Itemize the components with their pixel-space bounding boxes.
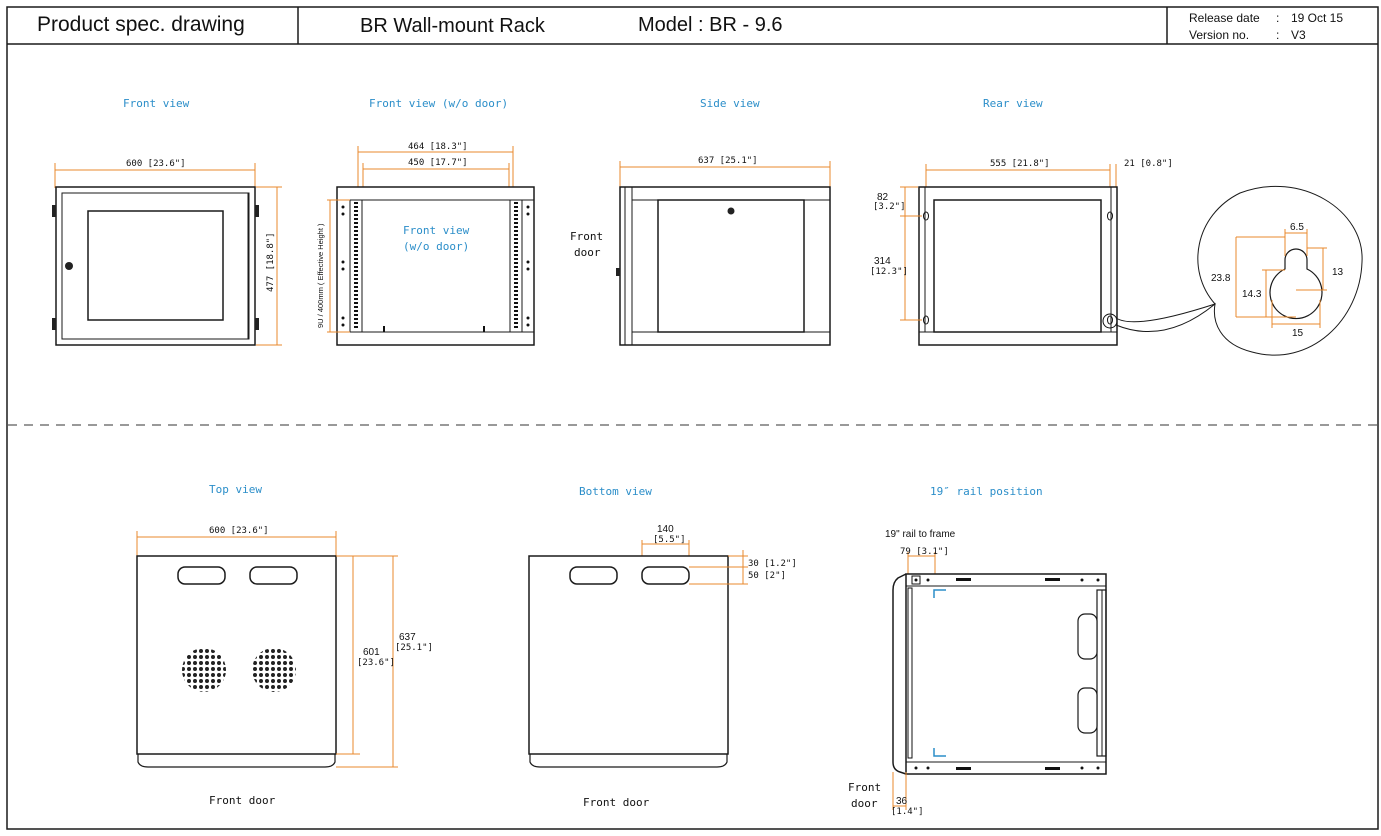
drawing-title: Product spec. drawing: [37, 13, 245, 36]
top-width-dim: 600 [23.6"]: [209, 526, 269, 536]
bottom-slot-dim-1: 140: [657, 524, 674, 535]
rear-view: Rear view 555 [21.8"] 21 [0.8"] 82 [3.2"…: [870, 97, 1363, 356]
title-block: Product spec. drawing BR Wall-mount Rack…: [6, 6, 1379, 830]
rail-position-view: 19″ rail position 19" rail to frame 79 […: [848, 485, 1107, 817]
keyhole-shape: [1269, 248, 1323, 320]
rear-width-dim: 555 [21.8"]: [990, 159, 1050, 169]
version-label: Version no.: [1189, 28, 1249, 42]
side-depth-dim: 637 [25.1"]: [698, 156, 758, 166]
keyhole-detail-callout: [1115, 185, 1363, 356]
front-view-no-door: Front view (w/o door) 464 [18.3"] 450 [1…: [316, 97, 535, 346]
rear-hole-dim-1: 314: [874, 256, 891, 267]
rail-front-label-2: door: [851, 797, 878, 810]
front-no-door-inner-label-2: (w/o door): [403, 240, 469, 253]
bottom-view-title: Bottom view: [579, 485, 652, 498]
keyhole-dim-13: 13: [1332, 267, 1344, 278]
release-date-label: Release date: [1189, 11, 1260, 25]
side-front-label-1: Front: [570, 230, 603, 243]
bottom-view: Bottom view 140 [5.5"] 30 [1.2"] 50 [2"]…: [528, 485, 797, 809]
keyhole-dim-14-3: 14.3: [1242, 289, 1262, 300]
rear-top-dim-2: [3.2"]: [873, 202, 906, 212]
keyhole-dim-6-5: 6.5: [1290, 222, 1304, 233]
bottom-front-door-label: Front door: [583, 796, 650, 809]
rail-note: 19" rail to frame: [885, 529, 956, 540]
bottom-dim-b: 50 [2"]: [748, 571, 786, 581]
rail-view-title: 19″ rail position: [930, 485, 1043, 498]
top-front-door-label: Front door: [209, 794, 276, 807]
front-no-door-height-dim: 9U / 400mm ( Effective Height ): [316, 223, 325, 328]
release-date-value: 19 Oct 15: [1291, 11, 1343, 25]
top-depth-inner-1: 601: [363, 647, 380, 658]
front-no-door-outer-dim: 464 [18.3"]: [408, 142, 468, 152]
keyhole-dim-15: 15: [1292, 328, 1304, 339]
top-depth-outer-2: [25.1"]: [395, 643, 433, 653]
top-fan-grille-right: [252, 648, 296, 692]
rail-door-dim-2: [1.4"]: [891, 807, 924, 817]
top-view-title: Top view: [209, 483, 262, 496]
front-no-door-title: Front view (w/o door): [369, 97, 508, 110]
front-view-title: Front view: [123, 97, 190, 110]
version-value: V3: [1291, 28, 1306, 42]
side-front-label-2: door: [574, 246, 601, 259]
rail-marker-top: [933, 589, 946, 598]
front-no-door-inner-dim: 450 [17.7"]: [408, 158, 468, 168]
top-depth-inner-2: [23.6"]: [357, 658, 395, 668]
top-depth-outer-1: 637: [399, 632, 416, 643]
rail-door-dim-1: 36: [896, 796, 908, 807]
front-view: Front view 600 [23.6"] 477 [18.8"]: [52, 97, 282, 346]
top-view: Top view 600 [23.6"] 601 [23.6"] 637 [25…: [136, 483, 433, 807]
rear-offset-dim: 21 [0.8"]: [1124, 159, 1173, 169]
bottom-slot-dim-2: [5.5"]: [653, 535, 686, 545]
bottom-dim-a: 30 [1.2"]: [748, 559, 797, 569]
rear-top-dim-1: 82: [877, 192, 889, 203]
rail-marker-bottom: [933, 748, 946, 757]
version-sep: :: [1276, 28, 1279, 42]
keyhole-dim-23-8: 23.8: [1211, 273, 1231, 284]
front-no-door-inner-label-1: Front view: [403, 224, 470, 237]
rail-front-label-1: Front: [848, 781, 881, 794]
top-fan-grille-left: [182, 648, 226, 692]
product-name: BR Wall-mount Rack: [360, 15, 546, 37]
front-height-dim: 477 [18.8"]: [266, 232, 276, 292]
rail-dim: 79 [3.1"]: [900, 547, 949, 557]
front-door-lock: [65, 262, 73, 270]
side-view: Side view 637 [25.1"] Front door: [570, 97, 831, 346]
model-number: Model : BR - 9.6: [638, 14, 783, 36]
release-date-sep: :: [1276, 11, 1279, 25]
side-view-title: Side view: [700, 97, 760, 110]
rear-view-title: Rear view: [983, 97, 1043, 110]
front-width-dim: 600 [23.6"]: [126, 159, 186, 169]
rear-hole-dim-2: [12.3"]: [870, 267, 908, 277]
